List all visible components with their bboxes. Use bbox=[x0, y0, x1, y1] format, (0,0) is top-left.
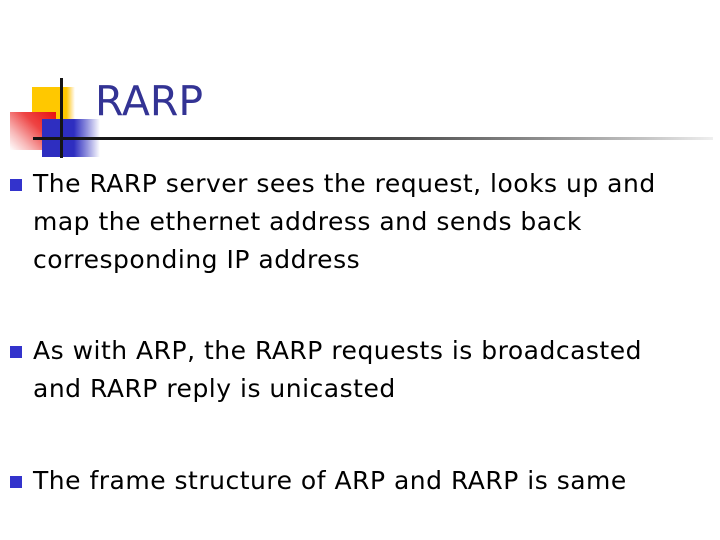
bullet-text-line: and RARP reply is unicasted bbox=[33, 374, 396, 403]
vertical-rule-decoration bbox=[60, 78, 63, 158]
bullet-square-icon bbox=[10, 346, 22, 358]
bullet-square-icon bbox=[10, 476, 22, 488]
slide-title: RARP bbox=[95, 77, 204, 125]
bullet-item: The RARP server sees the request, looks … bbox=[10, 165, 718, 279]
bullet-item: The frame structure of ARP and RARP is s… bbox=[10, 462, 718, 500]
bullet-item: As with ARP, the RARP requests is broadc… bbox=[10, 332, 718, 408]
bullet-text-line: corresponding IP address bbox=[33, 245, 361, 274]
bullet-text-line: As with ARP, the RARP requests is broadc… bbox=[33, 336, 642, 365]
bullet-text-line: The frame structure of ARP and RARP is s… bbox=[33, 466, 627, 495]
bullet-text-line: The RARP server sees the request, looks … bbox=[33, 169, 656, 198]
bullet-square-icon bbox=[10, 179, 22, 191]
title-underline-rule bbox=[33, 137, 713, 140]
bullet-text-line: map the ethernet address and sends back bbox=[33, 207, 582, 236]
